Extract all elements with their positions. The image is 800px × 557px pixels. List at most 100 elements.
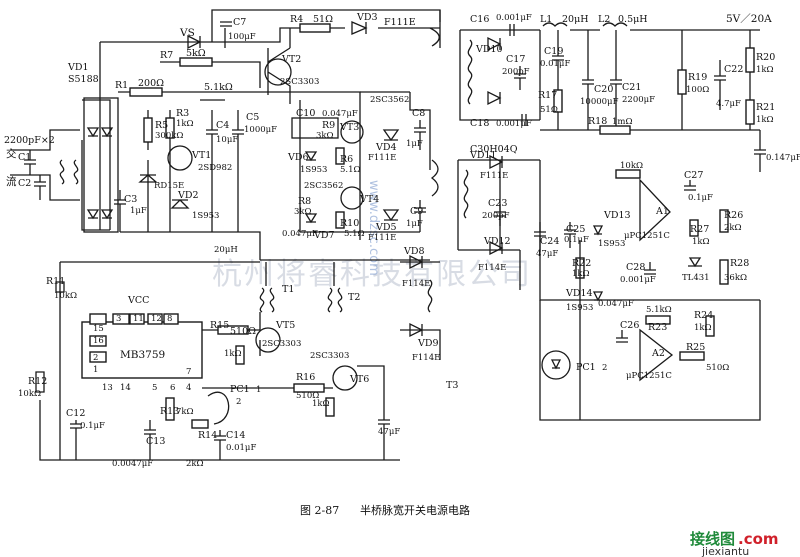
label-c14-val: 0.01μF bbox=[226, 443, 256, 453]
label-vd8-part: F114E bbox=[402, 279, 430, 289]
resistor-r13 bbox=[165, 397, 175, 421]
label-vd9: VD9 bbox=[417, 338, 439, 349]
diode-vd5 bbox=[382, 209, 400, 222]
inductor-20uh-coil bbox=[430, 159, 439, 197]
capacitor-c24 bbox=[534, 222, 546, 252]
label-pc1-left: PC1 bbox=[230, 384, 250, 395]
label-vd11: VD11 bbox=[469, 150, 497, 161]
label-ic-vcc: VCC bbox=[127, 295, 149, 306]
resistor-r1 bbox=[129, 87, 163, 97]
label-vd13-part: 1S953 bbox=[598, 239, 625, 249]
diode-vd8 bbox=[409, 254, 424, 270]
label-vd4: VD4 bbox=[375, 142, 397, 153]
capacitor-c19 bbox=[552, 30, 564, 130]
output-filter-group bbox=[459, 22, 766, 172]
resistor-r26 bbox=[719, 209, 729, 233]
label-r-1k-a: 1kΩ bbox=[224, 349, 242, 359]
resistor-r19 bbox=[677, 69, 687, 95]
label-c5-val: 1000μF bbox=[244, 125, 277, 135]
resistor-r12 bbox=[35, 371, 45, 393]
label-r7-val: 5kΩ bbox=[186, 48, 206, 59]
label-ac-2: 流 bbox=[6, 175, 17, 188]
bridge-diode-3 bbox=[86, 209, 100, 220]
label-c17: C17 bbox=[506, 54, 525, 65]
label-vd12: VD12 bbox=[483, 236, 511, 247]
watermark-company: 杭州将睿科技有限公司 bbox=[212, 257, 532, 292]
label-r-10k: 10kΩ bbox=[620, 161, 643, 171]
ac-choke bbox=[59, 159, 65, 185]
label-vs: VS bbox=[179, 27, 195, 39]
label-vd6: VD6 bbox=[287, 152, 309, 163]
label-r27-val: 1kΩ bbox=[692, 237, 710, 247]
label-ic-pin-14: 14 bbox=[120, 383, 131, 393]
label-tl431: TL431 bbox=[682, 273, 710, 283]
label-c20: C20 bbox=[594, 84, 613, 95]
capacitor-c26 bbox=[616, 330, 628, 343]
label-vt4-part: 2SC3562 bbox=[304, 181, 343, 191]
zener-rd15e bbox=[138, 174, 158, 183]
capacitor-0147 bbox=[754, 130, 766, 172]
label-vd11-part: F111E bbox=[480, 171, 508, 181]
resistor-r28 bbox=[719, 259, 729, 285]
label-c13: C13 bbox=[146, 436, 165, 447]
label-c26-val: 0.047μF bbox=[598, 299, 634, 309]
diode-vd13 bbox=[592, 225, 604, 236]
label-vd3-part: F111E bbox=[384, 17, 416, 28]
label-c17-val: 200pF bbox=[502, 67, 530, 77]
capacitor-c5 bbox=[232, 110, 244, 232]
label-c26: C26 bbox=[620, 320, 639, 331]
label-r8-val: 3kΩ bbox=[294, 207, 312, 217]
resistor-10k bbox=[615, 169, 641, 179]
label-vt6: VT6 bbox=[349, 374, 369, 385]
resistor-r24 bbox=[705, 315, 715, 337]
label-c1: C1 bbox=[18, 152, 31, 163]
label-pc1-left-pin1: 1 bbox=[256, 385, 261, 395]
capacitor-c17 bbox=[514, 66, 526, 90]
diode-vd3 bbox=[351, 21, 368, 35]
label-r16: R16 bbox=[296, 372, 315, 383]
transistor-vt2-outline bbox=[264, 58, 292, 86]
label-rd15e: RD15E bbox=[154, 181, 184, 191]
capacitor-c9 bbox=[414, 200, 426, 232]
resistor-r5 bbox=[143, 117, 153, 143]
logo-dotcom-text: .com bbox=[738, 530, 779, 548]
capacitor-c22 bbox=[714, 60, 726, 110]
capacitor-c28 bbox=[644, 262, 656, 275]
label-c14: C14 bbox=[226, 430, 245, 441]
label-l2: L2 bbox=[598, 14, 610, 25]
capacitor-47uf bbox=[378, 400, 390, 460]
label-r7: R7 bbox=[160, 50, 173, 61]
logo-cn-text: 接线图 bbox=[690, 530, 735, 548]
label-vd13: VD13 bbox=[603, 210, 631, 221]
label-c22: C22 bbox=[724, 64, 743, 75]
label-c10: C10 bbox=[296, 108, 315, 119]
label-c23-val: 200pF bbox=[482, 211, 510, 221]
label-l-20uh: 20μH bbox=[214, 245, 238, 255]
diode-vd14 bbox=[592, 291, 604, 302]
label-r28: R28 bbox=[730, 258, 749, 269]
label-c16-val: 0.001μF bbox=[496, 13, 532, 23]
resistor-r15 bbox=[217, 325, 249, 335]
label-c11-val: 0.047μF bbox=[282, 229, 318, 239]
label-vt1-part: 2SD982 bbox=[198, 163, 232, 173]
diode-vd9 bbox=[409, 322, 424, 338]
label-vt2: VT2 bbox=[281, 54, 301, 65]
diode-vd4 bbox=[382, 129, 400, 142]
ac-input-group bbox=[10, 97, 119, 233]
label-ic-pin-12: 12 bbox=[151, 314, 162, 324]
label-a2-part: μPC1251C bbox=[626, 371, 672, 381]
label-vd2-part: 1S953 bbox=[192, 211, 219, 221]
label-pc1-right: PC1 bbox=[576, 362, 596, 373]
resistor-r11 bbox=[55, 281, 65, 293]
label-c24-val: 47μF bbox=[536, 249, 558, 259]
diode-vd6 bbox=[304, 151, 318, 162]
label-ic-pin-5: 5 bbox=[152, 383, 157, 393]
transistor-vt6-outline bbox=[332, 365, 358, 391]
transistor-vt1-outline bbox=[167, 145, 193, 171]
label-ic-pin-16: 16 bbox=[93, 336, 104, 346]
label-r4: R4 bbox=[290, 14, 303, 25]
label-r20: R20 bbox=[756, 52, 775, 63]
label-r14: R14 bbox=[198, 430, 217, 441]
label-c28-val: 0.001μF bbox=[620, 275, 656, 285]
